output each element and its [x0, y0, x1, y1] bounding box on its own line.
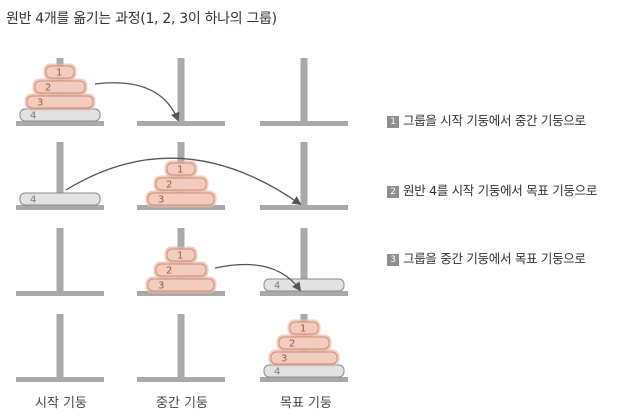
- peg-post-r2-c3: [300, 142, 308, 208]
- row4-goal-disk-4-label: 4: [274, 367, 280, 378]
- step-1: 1 그룹을 시작 기둥에서 중간 기둥으로: [387, 110, 586, 129]
- row4-goal-disk-2-label: 2: [289, 339, 295, 350]
- peg-base-r1-c2: [137, 121, 225, 126]
- row2-middle-disk-2-label: 2: [166, 180, 172, 191]
- row1-start-disk-1-body: [45, 65, 75, 79]
- row4-goal-disk-2: 2: [276, 334, 332, 352]
- row1-start-disk-2-body: [34, 80, 86, 94]
- step-3-badge: 3: [387, 254, 399, 266]
- peg-post-r4-c1: [56, 314, 64, 380]
- row4-goal-disk-1-body: [289, 321, 319, 335]
- peg-post-r2-c1: [56, 142, 64, 208]
- row2-middle-disk-1-body: [166, 162, 196, 176]
- row2-middle-disk-3-body: [147, 192, 215, 206]
- peg-post-r3-c3: [300, 228, 308, 294]
- row4-goal-disk-3-label: 3: [281, 354, 287, 365]
- arrow-step-1: [94, 82, 180, 122]
- row3-middle-disk-1-body: [166, 248, 196, 262]
- row2-middle-disk-1-label: 1: [177, 165, 183, 176]
- peg-post-r1-c2: [177, 58, 185, 124]
- row3-middle-disk-2-body: [155, 263, 207, 277]
- row3-goal-disk-4-label: 4: [274, 281, 280, 292]
- row1-start-disk-3-label: 3: [37, 98, 43, 109]
- row2-start-disk-4-body: [19, 192, 101, 206]
- step-2-text: 원반 4를 시작 기둥에서 목표 기둥으로: [403, 183, 598, 198]
- peg-base-r3-c1: [16, 291, 104, 296]
- peg-base-r3-c3: [260, 291, 348, 296]
- peg-post-r4-c2: [177, 314, 185, 380]
- row1-start-disk-4-label: 4: [30, 111, 36, 122]
- row1-start-disk-4: 4: [19, 108, 101, 122]
- row4-goal-disk-3-body: [270, 351, 338, 365]
- row1-start-disk-2: 2: [32, 78, 88, 96]
- column-label-start: 시작 기둥: [35, 396, 87, 411]
- row2-start-disk-4: 4: [19, 192, 101, 206]
- peg-base-r4-c3: [260, 377, 348, 382]
- row3-middle-disk-3: 3: [145, 276, 217, 294]
- peg-base-r1-c3: [260, 121, 348, 126]
- row2-middle-disk-1: 1: [164, 160, 198, 178]
- row3-middle-disk-1-label: 1: [177, 251, 183, 262]
- row2-middle-disk-2-body: [155, 177, 207, 191]
- row3-goal-disk-4: 4: [263, 278, 345, 292]
- column-label-goal: 목표 기둥: [280, 396, 332, 411]
- step-3-text: 그룹을 중간 기둥에서 목표 기둥으로: [403, 251, 586, 266]
- row1-start-disk-2-label: 2: [45, 83, 51, 94]
- step-2-badge: 2: [387, 186, 399, 198]
- row4-goal-disk-3: 3: [268, 349, 340, 367]
- row3-middle-disk-3-label: 3: [158, 281, 164, 292]
- peg-base-r2-c1: [16, 205, 104, 210]
- row1-start-disk-3-body: [26, 95, 94, 109]
- row4-goal-disk-4: 4: [263, 364, 345, 378]
- step-2: 2 원반 4를 시작 기둥에서 목표 기둥으로: [387, 180, 597, 199]
- row4-goal-disk-1-label: 1: [300, 324, 306, 335]
- column-label-middle: 중간 기둥: [156, 396, 208, 411]
- row2-middle-disk-3: 3: [145, 190, 217, 208]
- row3-middle-disk-2: 2: [153, 261, 209, 279]
- diagram-title: 원반 4개를 옮기는 과정(1, 2, 3이 하나의 그룹): [6, 11, 277, 27]
- peg-base-r2-c3: [260, 205, 348, 210]
- peg-base-r4-c1: [16, 377, 104, 382]
- peg-post-r1-c3: [300, 58, 308, 124]
- peg-base-r1-c1: [16, 121, 104, 126]
- row3-middle-disk-2-label: 2: [166, 266, 172, 277]
- arrow-step-2: [65, 157, 302, 206]
- arrows-layer: [65, 82, 302, 292]
- peg-post-r3-c1: [56, 228, 64, 294]
- row3-middle-disk-3-body: [147, 278, 215, 292]
- row4-goal-disk-1: 1: [287, 319, 321, 337]
- step-3: 3 그룹을 중간 기둥에서 목표 기둥으로: [387, 248, 586, 267]
- row2-start-disk-4-label: 4: [30, 195, 36, 206]
- row1-start-disk-3: 3: [24, 93, 96, 111]
- row3-goal-disk-4-body: [263, 278, 345, 292]
- row2-middle-disk-2: 2: [153, 175, 209, 193]
- row4-goal-disk-2-body: [278, 336, 330, 350]
- row1-start-disk-1: 1: [43, 63, 77, 81]
- row2-middle-disk-3-label: 3: [158, 195, 164, 206]
- peg-base-r4-c2: [137, 377, 225, 382]
- step-1-text: 그룹을 시작 기둥에서 중간 기둥으로: [403, 113, 586, 128]
- row1-start-disk-1-label: 1: [56, 68, 62, 79]
- row3-middle-disk-1: 1: [164, 246, 198, 264]
- step-1-badge: 1: [387, 116, 399, 128]
- arrow-step-3: [214, 263, 302, 292]
